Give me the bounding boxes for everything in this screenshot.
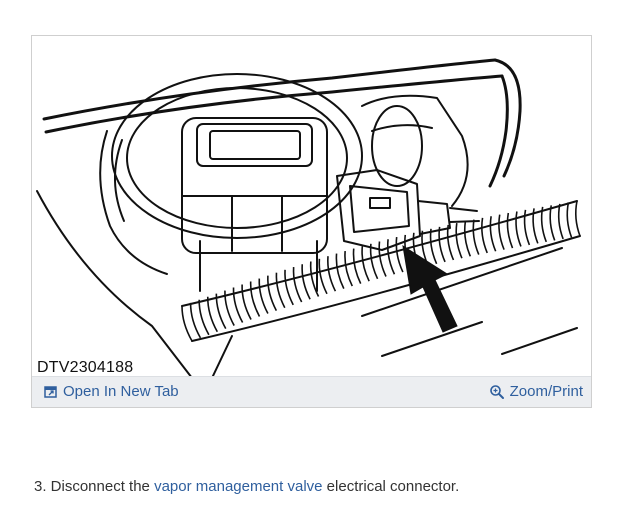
harness-rib: [275, 272, 286, 309]
harness-rib: [327, 256, 337, 292]
harness-rib: [301, 264, 311, 300]
harness-rib: [335, 253, 345, 289]
harness-rib: [318, 258, 328, 295]
harness-rib: [429, 228, 438, 265]
harness-rib: [206, 296, 219, 333]
harness-rib: [284, 269, 294, 306]
harness-rib: [267, 275, 278, 311]
harness-rib: [395, 236, 404, 273]
harness-rib: [506, 212, 514, 249]
harness-rib: [438, 226, 446, 263]
figure-card: DTV2304188 Open In New Tab Zoom/Print: [31, 35, 592, 408]
step-prefix: 3. Disconnect the: [34, 478, 155, 495]
harness-rib: [232, 287, 244, 323]
external-window-icon: [44, 385, 57, 398]
magnifier-icon: [489, 384, 504, 399]
step-suffix: electrical connector.: [322, 478, 460, 495]
harness-rib: [463, 221, 472, 257]
harness-rib: [481, 217, 488, 254]
harness-rib: [515, 211, 522, 247]
harness-rib: [446, 224, 455, 261]
harness-rib: [352, 248, 362, 284]
harness-rib: [566, 202, 573, 238]
vapor-management-valve-link[interactable]: vapor management valve: [154, 478, 323, 495]
open-in-new-tab-link[interactable]: Open In New Tab: [44, 383, 179, 400]
harness-rib: [386, 239, 396, 275]
harness-rib: [198, 299, 210, 336]
open-in-new-tab-label: Open In New Tab: [63, 383, 179, 400]
harness-rib: [241, 284, 252, 320]
harness-rib: [361, 246, 370, 282]
harness-rib: [498, 214, 505, 250]
harness-rib: [181, 305, 193, 342]
harness-rib: [369, 243, 379, 280]
harness-rib: [224, 290, 235, 326]
harness-rib: [309, 261, 320, 297]
figure-toolbar: Open In New Tab Zoom/Print: [32, 376, 591, 407]
harness-rib: [378, 241, 387, 277]
harness-rib: [455, 223, 463, 259]
harness-rib: [489, 216, 497, 252]
harness-rib: [523, 209, 531, 246]
harness-rib: [189, 302, 202, 339]
harness-rib: [557, 203, 564, 240]
figure-id-label: DTV2304188: [37, 359, 134, 376]
harness-rib: [532, 208, 539, 244]
zoom-print-link[interactable]: Zoom/Print: [489, 383, 583, 400]
instruction-step: 3. Disconnect the vapor management valve…: [34, 478, 459, 495]
harness-rib: [292, 266, 303, 303]
zoom-print-label: Zoom/Print: [509, 383, 583, 400]
harness-rib: [344, 251, 353, 287]
harness-rib: [249, 281, 261, 317]
connector-illustration: [36, 58, 581, 378]
harness-rib: [540, 206, 548, 243]
harness-rib: [574, 200, 581, 237]
harness-rib: [215, 293, 227, 330]
harness-rib: [549, 205, 556, 241]
harness-rib: [472, 219, 480, 255]
harness-rib: [258, 278, 269, 314]
